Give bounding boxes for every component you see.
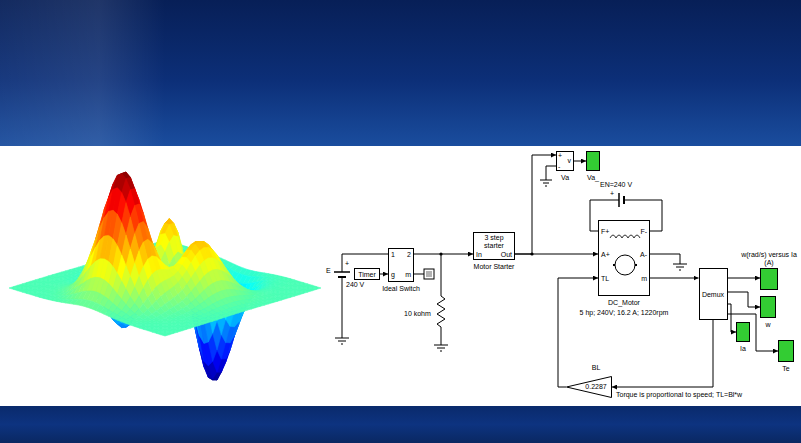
block-label: A+: [601, 251, 610, 259]
signal-line: [612, 320, 713, 387]
signal-line: [515, 155, 556, 254]
block-label: v: [568, 157, 572, 165]
signal-line: [728, 304, 737, 332]
starter-block: 3 step starterInOutMotor Starter: [473, 232, 515, 260]
header-band: [0, 0, 801, 146]
ground-symbol: [335, 338, 349, 344]
battery-symbol: [334, 271, 350, 273]
annotation-label: E: [326, 267, 331, 275]
block-label: g: [391, 271, 395, 279]
scope-block: Ia: [736, 322, 750, 342]
block-label: A-: [640, 251, 647, 259]
signal-line: [650, 278, 699, 279]
block-label: m: [405, 271, 411, 279]
block-label: In: [476, 251, 482, 259]
block-label: Va_: [587, 174, 599, 182]
dc-motor-block: F+F-A+A-TLmDC_Motor5 hp; 240V; 16.2 A; 1…: [598, 220, 650, 296]
block-label: 0.2287: [585, 383, 606, 391]
annotation-label: 10 kohm: [404, 310, 431, 318]
block-label: Ideal Switch: [382, 285, 420, 293]
block-label: m: [641, 275, 647, 283]
block-label: F+: [601, 228, 609, 236]
block-label: BL: [592, 364, 601, 372]
battery-symbol: [618, 193, 620, 207]
block-label: Va: [561, 174, 569, 182]
wire: [342, 254, 388, 255]
annotation-label: +: [345, 260, 349, 268]
annotation-label: 240 V: [346, 281, 364, 289]
scope-block: Te: [778, 340, 794, 362]
block-label: Demux: [702, 291, 724, 299]
signal-line: [515, 254, 598, 255]
ground-symbol: [434, 345, 448, 351]
block-label: 5 hp; 240V; 16.2 A; 1220rpm: [580, 309, 669, 317]
wire: [414, 274, 424, 275]
block-label: w(rad/s) versus Ia (A): [741, 251, 797, 267]
surface-facet: [161, 333, 170, 336]
ground-symbol: [673, 264, 687, 270]
block-label: 3 step starter: [481, 234, 507, 250]
signal-line: [574, 161, 586, 162]
brush-mark: [613, 264, 637, 266]
signal-line: [728, 278, 761, 279]
timer-block: Timer: [354, 268, 380, 280]
block-label: w: [765, 321, 770, 329]
block-label: +: [558, 152, 562, 160]
gain-triangle: [567, 377, 612, 398]
scope-block: w: [760, 296, 776, 318]
signal-line: [380, 274, 388, 275]
header-stripe: [0, 0, 165, 146]
block-label: 1: [391, 251, 395, 259]
signal-line: [728, 314, 779, 351]
block-label: DC_Motor: [608, 299, 640, 307]
signal-line: [414, 254, 473, 255]
scope-block: w(rad/s) versus Ia (A): [760, 268, 778, 290]
display-block: [424, 269, 434, 279]
block-label: Ia: [740, 345, 746, 353]
field-winding: [610, 235, 640, 238]
wire: [342, 277, 343, 338]
switch-block: 12gmIdeal Switch: [388, 248, 414, 282]
resistor-symbol: [437, 254, 445, 345]
ground-symbol: [540, 180, 552, 186]
block-label: Motor Starter: [474, 263, 515, 271]
block-label: -: [558, 163, 560, 171]
annotation-label: +: [610, 190, 614, 198]
block-label: 2: [407, 251, 411, 259]
wire: [546, 166, 556, 180]
annotation-label: EN=240 V: [600, 181, 632, 189]
display-block: [426, 272, 432, 276]
gain-block: 0.2287BL: [566, 376, 612, 398]
block-label: F-: [640, 228, 647, 236]
block-label: TL: [601, 275, 609, 283]
wire: [342, 254, 343, 272]
footer-band: [0, 406, 801, 443]
signal-line: [728, 292, 761, 307]
annotation-label: Torque is proportional to speed; TL=Bl*w: [616, 391, 742, 399]
scope-block: Va_: [586, 151, 600, 171]
block-label: Timer: [358, 271, 376, 279]
block-label: Out: [501, 251, 512, 259]
voltage-sensor: +-vVa: [556, 151, 574, 171]
wire: [650, 254, 680, 264]
demux-block: Demux: [699, 268, 728, 320]
block-label: Te: [782, 365, 789, 373]
armature-circle: [615, 255, 635, 275]
